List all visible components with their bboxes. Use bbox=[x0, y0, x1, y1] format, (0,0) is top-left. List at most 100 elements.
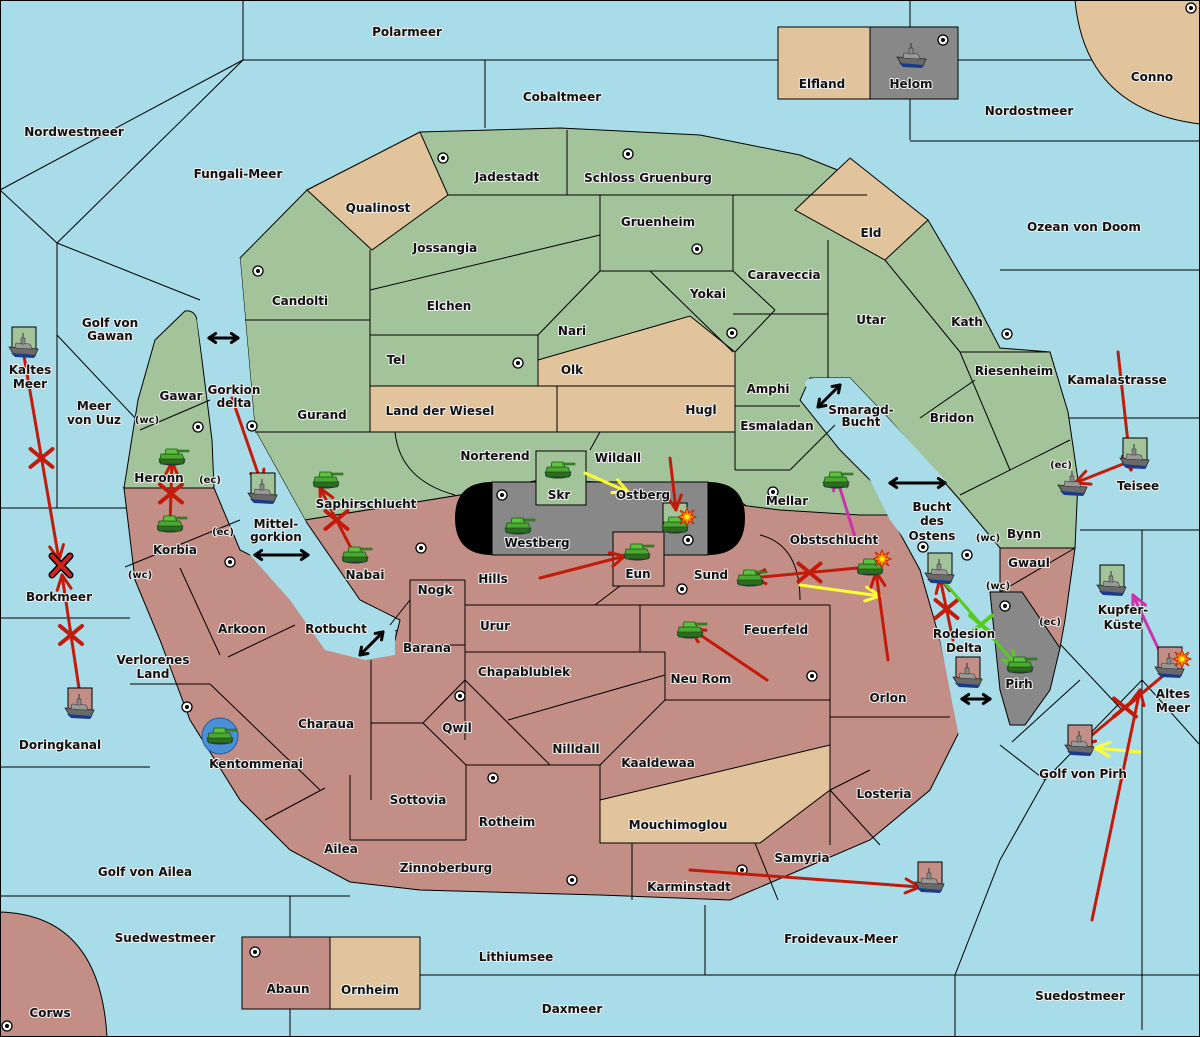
region-label: Kentommenai bbox=[209, 757, 303, 771]
army-unit[interactable] bbox=[201, 717, 239, 755]
region-label: Nordwestmeer bbox=[24, 125, 124, 139]
region-label: Esmaladan bbox=[740, 419, 813, 433]
fleet-unit[interactable] bbox=[1096, 564, 1127, 597]
region-label: Barana bbox=[403, 641, 451, 655]
region-label: Altes bbox=[1156, 687, 1190, 701]
supply-center-icon bbox=[1, 1020, 13, 1032]
region-label: Meer bbox=[77, 399, 111, 413]
region-label: Nabai bbox=[346, 568, 385, 582]
supply-center-icon bbox=[691, 243, 703, 255]
region-label: Eun bbox=[625, 567, 650, 581]
fleet-unit[interactable] bbox=[64, 687, 95, 720]
supply-center-icon bbox=[252, 265, 264, 277]
fleet-unit[interactable] bbox=[247, 472, 278, 505]
region-label: Caraveccia bbox=[747, 268, 820, 282]
region-label: Golf von Ailea bbox=[98, 865, 192, 879]
coast-label: (ec) bbox=[212, 527, 234, 538]
region-label: Nilldall bbox=[552, 742, 599, 756]
region-label: Abaun bbox=[266, 982, 309, 996]
fleet-unit[interactable] bbox=[924, 552, 955, 585]
region-label: Olk bbox=[561, 363, 584, 377]
region-label: Zinnoberburg bbox=[400, 861, 492, 875]
fleet-unit[interactable] bbox=[914, 861, 945, 894]
region-label: Rotbucht bbox=[305, 622, 367, 636]
region-label: Kamalastrasse bbox=[1067, 373, 1167, 387]
region-label: Orlon bbox=[869, 691, 906, 705]
region-label: Küste bbox=[1104, 618, 1143, 632]
region-label: Sund bbox=[694, 568, 728, 582]
fleet-unit[interactable] bbox=[8, 326, 39, 359]
region-label: Elchen bbox=[427, 299, 472, 313]
region-label: Fungali-Meer bbox=[194, 167, 283, 181]
region-label: Ostens bbox=[909, 529, 956, 543]
region-label: Amphi bbox=[746, 382, 789, 396]
region-label: Bynn bbox=[1007, 527, 1041, 541]
region-label: Rodesion bbox=[933, 627, 995, 641]
region-label: Ostberg bbox=[616, 488, 670, 502]
region-label: Jadestadt bbox=[474, 170, 540, 184]
region-label: Polarmeer bbox=[372, 25, 442, 39]
adjacency-double-arrow-icon bbox=[207, 331, 240, 345]
region-label: Nari bbox=[558, 324, 586, 338]
region-label: Feuerfeld bbox=[744, 623, 809, 637]
region-label: Verlorenes bbox=[117, 653, 190, 667]
fleet-unit[interactable] bbox=[1119, 437, 1150, 470]
explosion-icon bbox=[677, 507, 697, 527]
fleet-unit[interactable] bbox=[1154, 646, 1192, 679]
region-label: Elfland bbox=[799, 77, 845, 91]
supply-center-icon bbox=[246, 420, 258, 432]
region-labels: PolarmeerCobaltmeerNordwestmeerFungali-M… bbox=[8, 24, 1191, 1021]
explosion-icon bbox=[872, 549, 892, 569]
units[interactable] bbox=[8, 42, 1192, 894]
adjacency-double-arrow-icon bbox=[960, 692, 992, 706]
region-label: delta bbox=[217, 396, 252, 410]
region-label: Mellar bbox=[766, 494, 808, 508]
explosion-icon bbox=[1172, 649, 1192, 669]
region-label: Samyria bbox=[774, 851, 829, 865]
region-label: Delta bbox=[946, 641, 982, 655]
coast-label: (wc) bbox=[135, 415, 159, 426]
region-label: Utar bbox=[856, 313, 886, 327]
region-label: Riesenheim bbox=[975, 364, 1054, 378]
region-label: Suedostmeer bbox=[1035, 989, 1125, 1003]
region-label: Mouchimoglou bbox=[629, 818, 728, 832]
coast-label: (ec) bbox=[1039, 617, 1061, 628]
supply-center-icon bbox=[249, 946, 261, 958]
order-move bbox=[538, 551, 627, 580]
region-label: Hills bbox=[478, 572, 508, 586]
region-label: Corws bbox=[29, 1006, 70, 1020]
order-move bbox=[1090, 688, 1146, 922]
region-label: Kath bbox=[951, 315, 983, 329]
land-borders bbox=[124, 130, 1076, 901]
region-label: Land der Wiesel bbox=[386, 404, 495, 418]
region-label: Kaaldewaa bbox=[621, 756, 695, 770]
region-label: Westberg bbox=[504, 536, 569, 550]
coast-label: (wc) bbox=[976, 533, 1000, 544]
fleet-unit[interactable] bbox=[952, 656, 983, 689]
region-label: Golf von Pirh bbox=[1039, 767, 1127, 781]
supply-center-icon bbox=[415, 542, 427, 554]
region-label: Korbia bbox=[153, 543, 197, 557]
region-label: Sottovia bbox=[390, 793, 447, 807]
region-label: Rotheim bbox=[479, 815, 536, 829]
order-move bbox=[55, 573, 84, 697]
region-label: Wildall bbox=[595, 451, 641, 465]
adjacency-double-arrow-icon bbox=[888, 476, 947, 490]
supply-center-icon bbox=[961, 549, 973, 561]
region-label: Chapablublek bbox=[478, 665, 571, 679]
order-move bbox=[665, 456, 683, 512]
supply-center-icon bbox=[487, 772, 499, 784]
supply-center-icon bbox=[437, 152, 449, 164]
region-label: Gurand bbox=[297, 408, 347, 422]
region-label: Schloss Gruenburg bbox=[584, 171, 712, 185]
region-label: Saphirschlucht bbox=[316, 497, 417, 511]
region-label: Urur bbox=[480, 619, 510, 633]
supply-center-icon bbox=[1001, 328, 1013, 340]
region-label: Hugl bbox=[685, 403, 716, 417]
region-label: Cobaltmeer bbox=[523, 90, 601, 104]
supply-center-icon bbox=[682, 534, 694, 546]
fleet-unit[interactable] bbox=[1064, 724, 1095, 757]
supply-center-icon bbox=[512, 357, 524, 369]
